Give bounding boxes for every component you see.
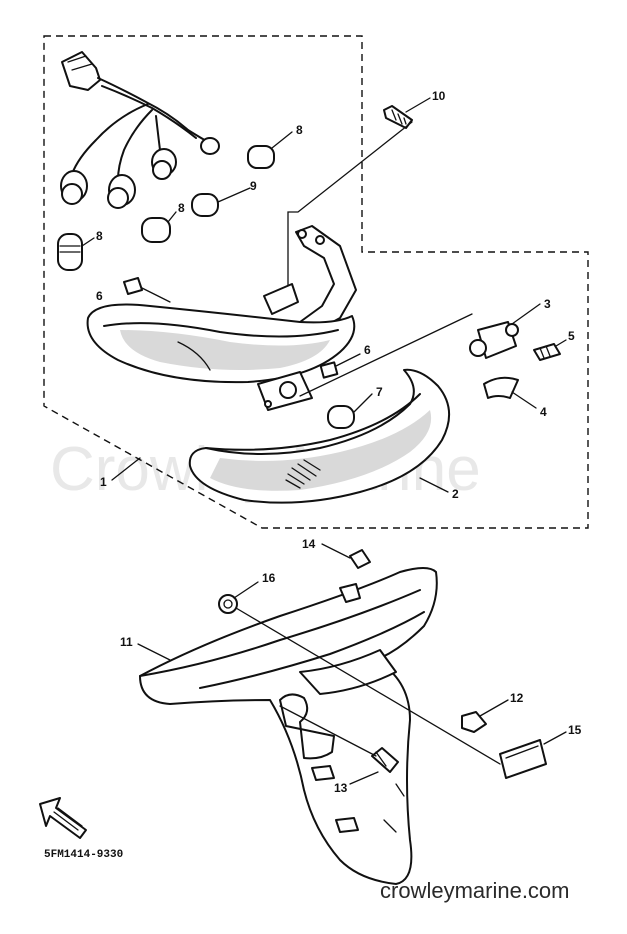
bolt-13 bbox=[371, 747, 399, 773]
clip-6a bbox=[123, 277, 143, 295]
leader-2 bbox=[419, 477, 449, 493]
leader-1 bbox=[111, 457, 141, 481]
leader-9a bbox=[217, 187, 251, 203]
clip-14 bbox=[349, 549, 371, 569]
leader-13 bbox=[349, 771, 379, 785]
callout-9: 9 bbox=[250, 179, 257, 193]
bulb-8c bbox=[57, 233, 83, 271]
tail-lens bbox=[188, 368, 450, 504]
callout-15: 15 bbox=[568, 723, 582, 737]
leader-line-16 bbox=[235, 607, 501, 765]
bulb-socket-3 bbox=[469, 321, 519, 359]
callout-11: 11 bbox=[120, 635, 133, 649]
leader-line-socket bbox=[299, 313, 473, 397]
leader-9b bbox=[167, 211, 177, 223]
bulb-8b bbox=[141, 217, 171, 243]
nut-16 bbox=[218, 594, 238, 614]
leader-8c bbox=[81, 237, 95, 247]
site-url[interactable]: crowleymarine.com bbox=[380, 878, 570, 903]
callout-8b: 8 bbox=[178, 201, 185, 215]
leader-15 bbox=[543, 731, 567, 745]
callout-8c: 8 bbox=[96, 229, 103, 243]
leader-line-10 bbox=[287, 121, 413, 295]
callout-7: 7 bbox=[376, 385, 383, 399]
nut-12 bbox=[461, 711, 487, 733]
rear-fender-11 bbox=[139, 567, 438, 885]
screw-5 bbox=[533, 343, 561, 361]
callout-6a: 6 bbox=[96, 289, 103, 303]
lamp-bracket bbox=[263, 225, 357, 331]
callout-8a: 8 bbox=[296, 123, 303, 137]
leader-14 bbox=[321, 543, 351, 559]
bulb-cover-4 bbox=[483, 376, 519, 399]
fwd-arrow-icon bbox=[39, 797, 87, 839]
leader-4 bbox=[511, 391, 537, 409]
callout-3: 3 bbox=[544, 297, 551, 311]
reflector-15 bbox=[499, 739, 547, 779]
callout-5: 5 bbox=[568, 329, 575, 343]
callout-14: 14 bbox=[302, 537, 316, 551]
bulb-7 bbox=[327, 405, 355, 429]
bulb-8a bbox=[247, 145, 275, 169]
leader-5 bbox=[555, 339, 567, 347]
callout-1: 1 bbox=[100, 475, 107, 489]
leader-clip-6a bbox=[141, 287, 171, 303]
callout-13: 13 bbox=[334, 781, 348, 795]
leader-12 bbox=[479, 699, 509, 717]
reference-code: 5FM1414-9330 bbox=[44, 849, 123, 861]
tail-lamp-housing bbox=[86, 303, 356, 411]
wire-harness bbox=[60, 51, 220, 209]
callout-6b: 6 bbox=[364, 343, 371, 357]
callout-2: 2 bbox=[452, 487, 459, 501]
leader-6b bbox=[335, 353, 361, 367]
assembly-boundary bbox=[43, 35, 589, 529]
bulb-9a bbox=[191, 193, 219, 217]
leader-8a bbox=[271, 131, 293, 149]
leader-10 bbox=[405, 97, 431, 113]
leader-16 bbox=[233, 581, 259, 599]
callout-16: 16 bbox=[262, 571, 276, 585]
leader-3 bbox=[511, 303, 541, 325]
callout-10: 10 bbox=[432, 89, 446, 103]
leader-line-13 bbox=[279, 705, 377, 757]
leader-7 bbox=[353, 393, 373, 413]
callout-4: 4 bbox=[540, 405, 547, 419]
leader-11 bbox=[137, 643, 171, 661]
nut-6b bbox=[319, 361, 339, 379]
callout-12: 12 bbox=[510, 691, 524, 705]
